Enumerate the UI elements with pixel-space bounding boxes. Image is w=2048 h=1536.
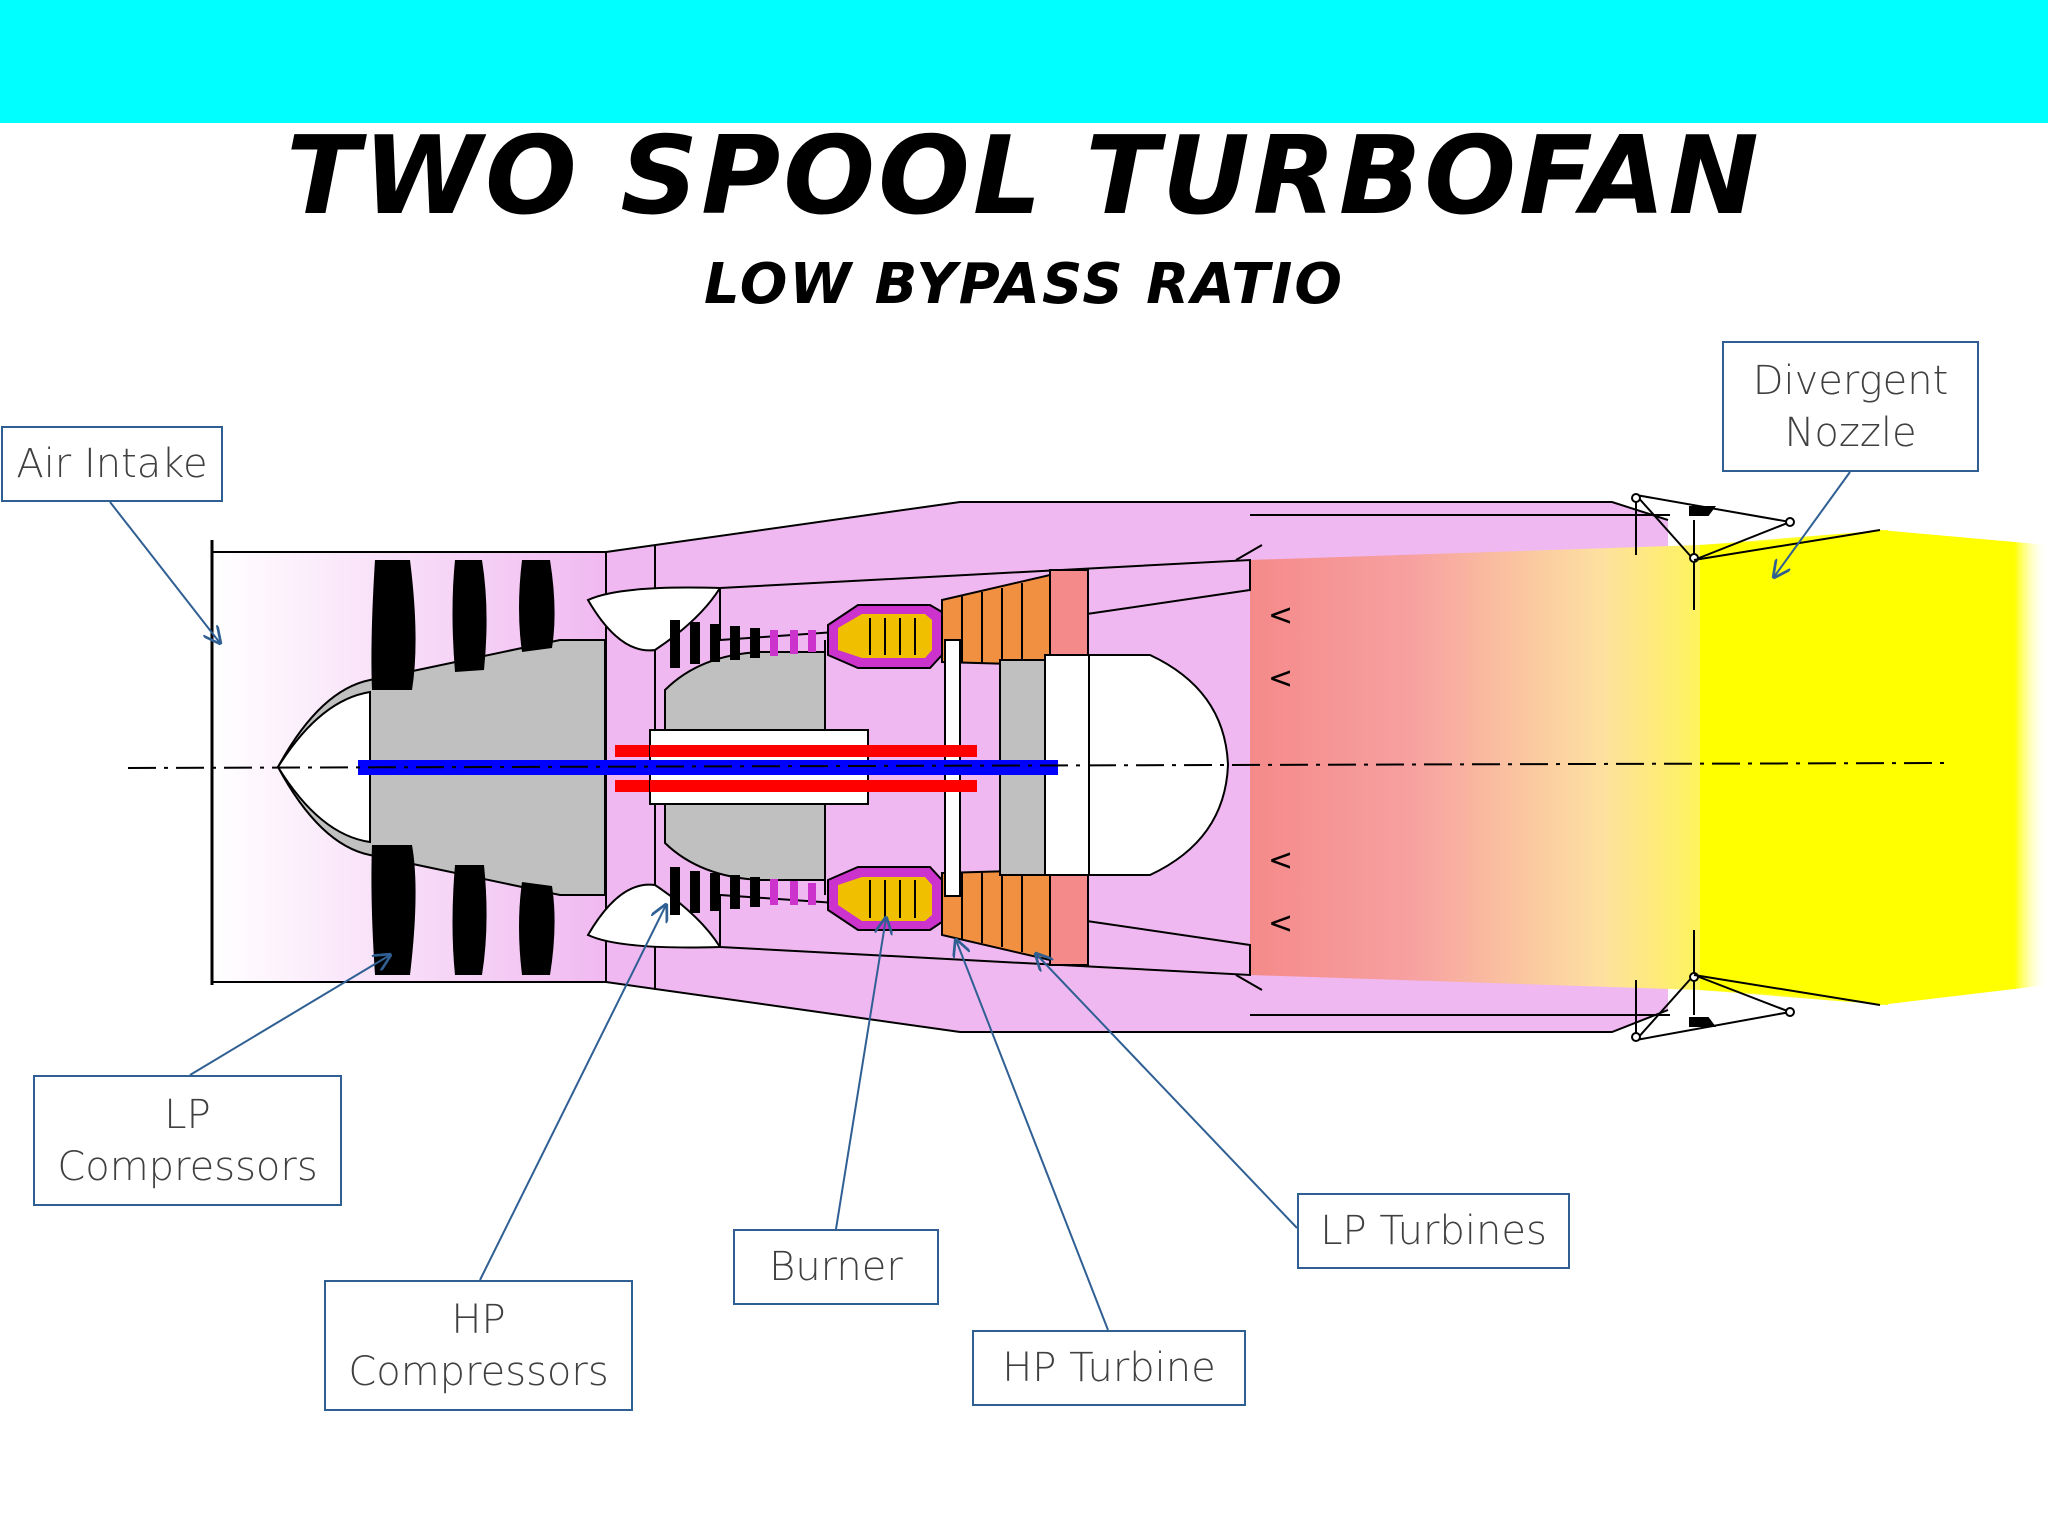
lp-compressor-blades	[371, 560, 555, 975]
svg-text:<: <	[1268, 598, 1293, 633]
label-lp-compressors: LP Compressors	[33, 1075, 342, 1206]
svg-text:<: <	[1268, 906, 1293, 941]
exhaust-plume: < < < <	[1235, 514, 2048, 1016]
label-hp-compressors: HP Compressors	[324, 1280, 633, 1411]
centerline	[127, 762, 1946, 769]
divergent-nozzle	[1631, 493, 1881, 1042]
lp-shaft	[358, 760, 1058, 775]
svg-text:<: <	[1268, 843, 1293, 878]
diagram-subtitle: LOW BYPASS RATIO	[704, 252, 1344, 317]
leader-lines	[109, 471, 1851, 1331]
label-lp-turbines: LP Turbines	[1297, 1193, 1570, 1269]
svg-text:<: <	[1268, 661, 1293, 696]
label-air-intake: Air Intake	[1, 426, 223, 502]
header-bar	[0, 0, 2048, 123]
label-burner: Burner	[733, 1229, 939, 1305]
label-hp-turbine: HP Turbine	[972, 1330, 1246, 1406]
hp-compressor-blades	[670, 620, 816, 915]
diagram-title: TWO SPOOL TURBOFAN	[286, 114, 1762, 239]
label-divergent-nozzle: Divergent Nozzle	[1722, 341, 1979, 472]
